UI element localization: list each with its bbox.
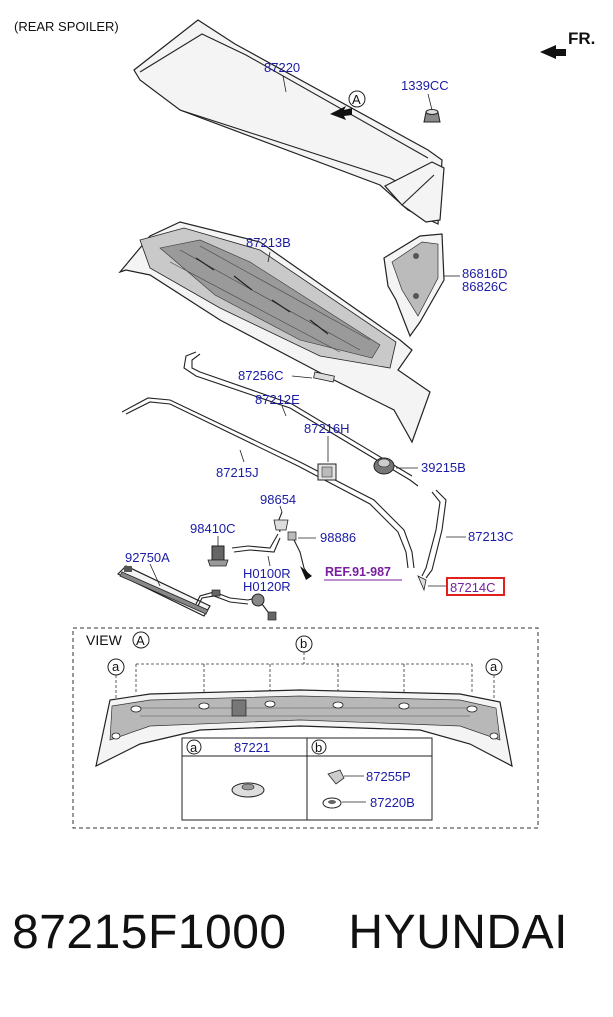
part-label-87213c[interactable]: 87213C (468, 529, 514, 544)
nut-1339cc-icon (423, 109, 441, 123)
front-direction-arrow-icon (540, 45, 566, 59)
end-cap-87214c-shape (417, 575, 427, 592)
spoiler-lower-panel-shape (118, 221, 431, 444)
spoiler-upper-shape (133, 19, 445, 225)
view-a-box (72, 627, 539, 829)
leader-87213b (267, 251, 271, 263)
part-label-87214c[interactable]: 87214C (450, 580, 496, 595)
washer-nozzle-98410c-icon (207, 545, 229, 567)
view-a-arrow-icon (330, 90, 366, 120)
leader-h0100r (267, 555, 271, 567)
footer-brand: HYUNDAI (348, 906, 568, 959)
part-label-h0100r[interactable]: H0100R (243, 566, 291, 581)
tape-87256c-shape (183, 351, 419, 487)
part-label-87212e[interactable]: 87212E (255, 392, 300, 407)
direction-label: FR. (568, 29, 595, 48)
view-a-circle (132, 631, 150, 649)
leader-87212e (281, 405, 287, 417)
legend-part-87221[interactable]: 87221 (234, 740, 270, 755)
part-label-86816d[interactable]: 86816D (462, 266, 508, 281)
leader-87215j (239, 449, 245, 463)
high-mount-stop-lamp-shape (116, 565, 277, 621)
part-label-98886[interactable]: 98886 (320, 530, 356, 545)
legend-key-b: b (315, 740, 322, 755)
highlight-box-87214c (446, 577, 505, 596)
legend-table (181, 737, 433, 821)
legend-part-87255p[interactable]: 87255P (366, 769, 411, 784)
footer-part-number: 87215F1000 (12, 906, 287, 959)
part-label-87215j[interactable]: 87215J (216, 465, 259, 480)
legend-key-a: a (190, 740, 198, 755)
legend-part-87220b[interactable]: 87220B (370, 795, 415, 810)
washer-hose-shape (231, 511, 312, 580)
part-label-87213b[interactable]: 87213B (246, 235, 291, 250)
part-label-98654[interactable]: 98654 (260, 492, 296, 507)
part-label-87220[interactable]: 87220 (264, 60, 300, 75)
part-label-87216h[interactable]: 87216H (304, 421, 350, 436)
spoiler-underside-view-shape (95, 689, 513, 768)
leader-98654 (279, 505, 283, 513)
view-a-marker: A (352, 92, 361, 107)
callout-b-top: b (300, 636, 307, 651)
part-label-39215b[interactable]: 39215B (421, 460, 466, 475)
view-a-title: VIEW (86, 632, 123, 648)
leader-87256c (291, 375, 313, 379)
part-label-92750a[interactable]: 92750A (125, 550, 170, 565)
part-label-1339cc[interactable]: 1339CC (401, 78, 449, 93)
callout-a-left: a (112, 659, 120, 674)
leader-92750a (149, 563, 161, 587)
part-label-87256c[interactable]: 87256C (238, 368, 284, 383)
part-label-h0120r[interactable]: H0120R (243, 579, 291, 594)
side-strip-87213c-shape (421, 489, 447, 579)
view-a-box-marker: A (136, 633, 145, 648)
leader-87220 (282, 75, 287, 93)
part-label-86826c[interactable]: 86826C (462, 279, 508, 294)
reference-link[interactable]: REF.91-987 (325, 565, 391, 579)
part-label-98410c[interactable]: 98410C (190, 521, 236, 536)
footer-caption: 87215F1000 HYUNDAI (12, 905, 612, 975)
exploded-parts-diagram: (REAR SPOILER) FR. 87220 A 1339CC 87213B (14, 19, 595, 829)
sensor-39215b-icon (373, 457, 395, 475)
section-title: (REAR SPOILER) (14, 19, 119, 34)
side-bracket-shape (383, 233, 445, 338)
pad-87216h-shape (317, 463, 337, 481)
callout-a-right: a (490, 659, 498, 674)
leader-1339cc (427, 93, 433, 111)
garnish-strip-87215j-shape (121, 397, 415, 569)
